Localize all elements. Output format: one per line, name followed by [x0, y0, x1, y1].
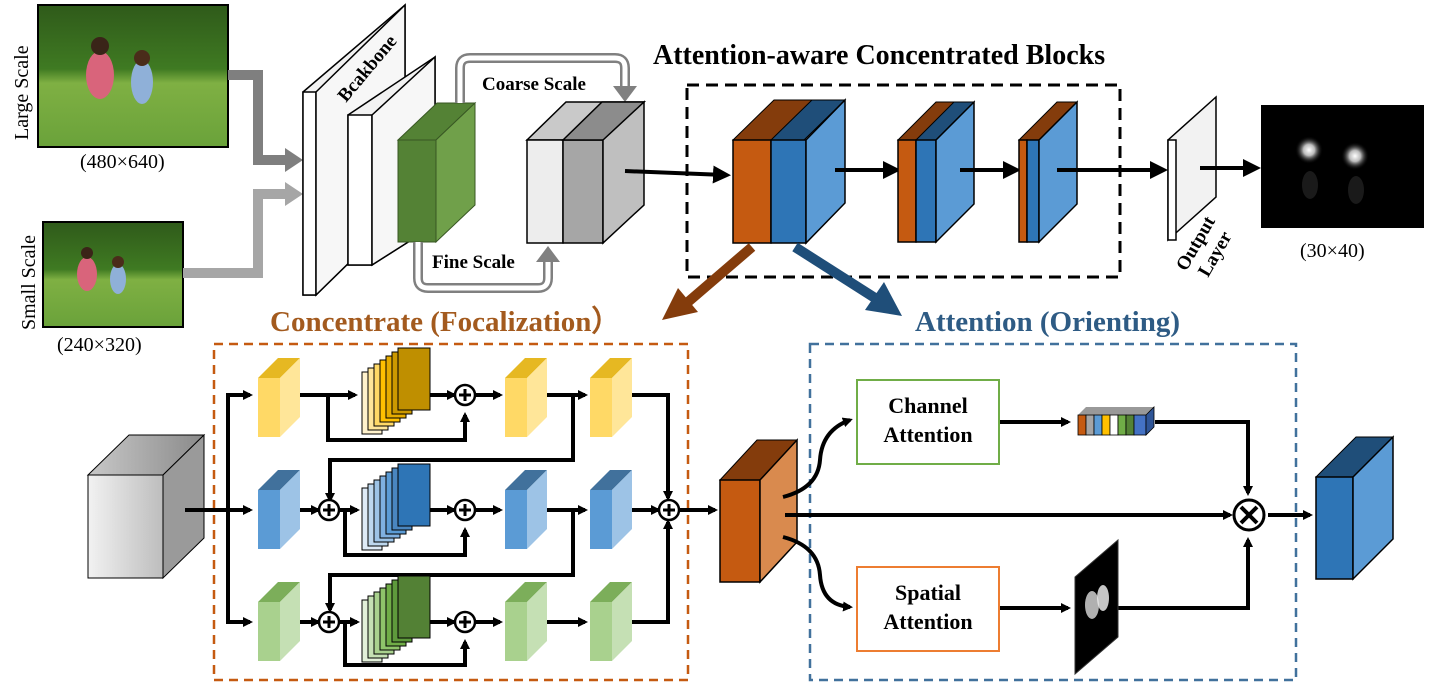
large-scale-input [37, 4, 229, 148]
attention-container [808, 342, 1298, 682]
sum-node-icon [657, 498, 681, 522]
yellow-branch [258, 347, 632, 437]
blue-branch [258, 463, 632, 551]
to-blocks-arrow [624, 165, 731, 184]
sum-nodes [317, 383, 681, 634]
sum-node-icon [453, 498, 477, 522]
spatial-attention-box [856, 566, 1000, 652]
density-map-output [1261, 105, 1424, 228]
blocks-title: Attention-aware Concentrated Blocks [653, 40, 1105, 71]
attention-output-cube [1314, 435, 1395, 581]
small-scale-input [42, 221, 184, 328]
blue-conv-stack [361, 463, 431, 551]
small-to-backbone-arrow [183, 189, 290, 278]
channel-attention-box [856, 379, 1000, 465]
large-scale-dim: (480×640) [80, 151, 165, 173]
green-branch [258, 575, 632, 663]
backbone-block [302, 3, 436, 297]
coarse-scale-label: Coarse Scale [482, 74, 586, 95]
multiply-node-icon [1232, 498, 1266, 532]
channel-attention-line2: Attention [883, 422, 972, 447]
fine-scale-label: Fine Scale [432, 252, 515, 273]
spatial-attention-map [1074, 538, 1119, 676]
sum-node-icon [453, 610, 477, 634]
large-to-backbone-arrow [228, 70, 290, 165]
to-concentrate-arrow [684, 243, 756, 306]
spatial-attention-line2: Attention [883, 609, 972, 634]
spatial-attention-line1: Spatial [895, 580, 961, 605]
sum-node-icon [453, 383, 477, 407]
attention-connections [782, 417, 1313, 613]
concentrate-connections [185, 390, 718, 667]
fine-feature-cube [396, 101, 477, 244]
concentrate-output-cube [718, 438, 799, 584]
concentrate-title: Concentrate (Focalization） [270, 305, 620, 338]
acb-block-1 [731, 98, 847, 245]
density-map [1261, 105, 1424, 228]
concentrated-blocks-container [685, 83, 1122, 279]
green-conv-stack [361, 575, 431, 663]
to-attention-arrow [792, 242, 878, 303]
merged-feature-cube [525, 100, 646, 245]
small-scale-dim: (240×320) [57, 334, 142, 356]
attention-title: Attention (Orienting) [915, 306, 1180, 338]
yellow-conv-stack [361, 347, 431, 435]
sum-node-icon [317, 610, 341, 634]
acb-block-2 [896, 100, 976, 244]
large-scale-label: Large Scale [11, 45, 33, 140]
channel-attention-line1: Channel [888, 393, 967, 418]
small-scale-label: Small Scale [18, 235, 40, 330]
output-dim: (30×40) [1300, 240, 1365, 262]
sum-node-icon [317, 498, 341, 522]
output-layer [1167, 95, 1217, 242]
channel-weight-vector [1077, 406, 1155, 436]
concentrate-input-cube [86, 433, 206, 580]
